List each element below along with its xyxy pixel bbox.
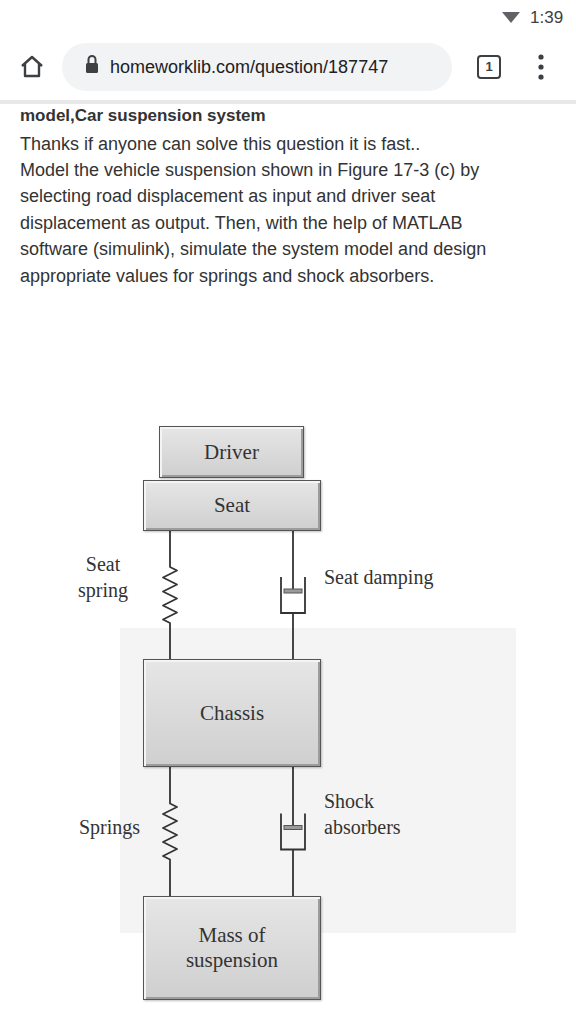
spring-connector [163, 767, 177, 896]
question-text: Thanks if anyone can solve this question… [20, 131, 550, 157]
edge-label: Shock absorbers [324, 788, 434, 840]
box-label: Driver [198, 440, 265, 465]
tab-count: 1 [478, 57, 500, 76]
wifi-icon [502, 12, 520, 23]
edge-label: Seat spring [66, 551, 140, 603]
chassis-box: Chassis [143, 659, 321, 767]
suspension-mass-box: Mass of suspension [143, 896, 321, 1000]
menu-dots [538, 54, 543, 59]
bar-shadow [0, 100, 576, 104]
url-text: homeworklib.com/question/187747 [110, 55, 440, 79]
driver-box: Driver [159, 426, 304, 478]
edge-label: Springs [40, 814, 140, 840]
damper-connector [281, 531, 305, 659]
home-icon [22, 57, 42, 76]
damper-connector [281, 767, 305, 896]
box-label: Seat [208, 493, 256, 518]
url-pill [62, 43, 452, 91]
seat-box: Seat [143, 480, 321, 531]
question-text: Model the vehicle suspension shown in Fi… [20, 157, 535, 289]
edge-label: Seat damping [324, 564, 434, 590]
box-label: Chassis [194, 701, 270, 726]
spring-connector [163, 531, 177, 659]
tab-icon [478, 56, 500, 78]
page-heading: model,Car suspension system [20, 104, 560, 127]
lock-icon [86, 63, 98, 73]
box-label: Mass of suspension [144, 923, 320, 973]
status-time: 1:39 [530, 6, 570, 29]
diagram-ground [120, 628, 516, 933]
